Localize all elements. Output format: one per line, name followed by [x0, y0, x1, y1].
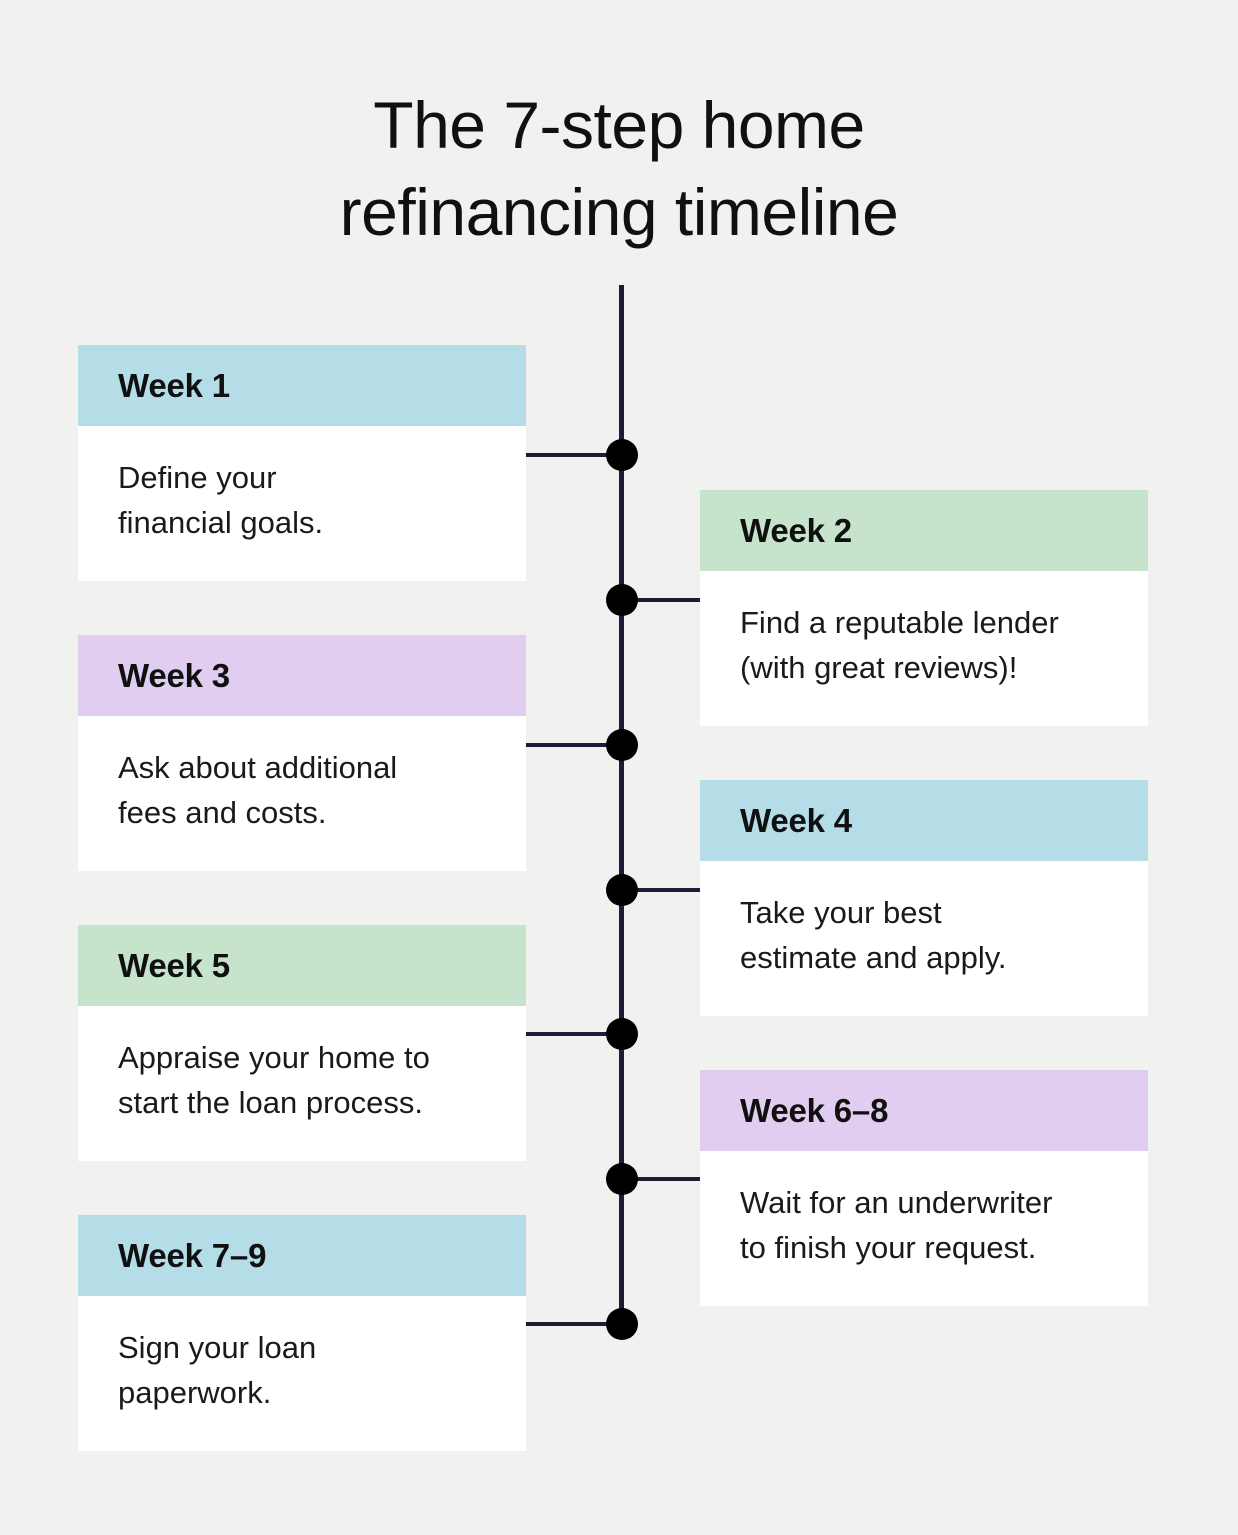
- card-header-week-3: Week 3: [78, 635, 526, 716]
- card-header-week-2: Week 2: [700, 490, 1148, 571]
- card-body-week-1: Define your financial goals.: [118, 460, 324, 540]
- connector-step-5: [525, 1032, 622, 1036]
- timeline-card-week-4: Week 4 Take your best estimate and apply…: [700, 780, 1148, 1017]
- card-body-week-5: Appraise your home to start the loan pro…: [118, 1040, 430, 1120]
- timeline-card-week-1: Week 1 Define your financial goals.: [78, 345, 526, 582]
- timeline-dot-step-5: [606, 1018, 638, 1050]
- timeline-spine: [619, 285, 624, 1325]
- connector-step-3: [525, 743, 622, 747]
- timeline-card-week-7-9: Week 7–9 Sign your loan paperwork.: [78, 1215, 526, 1452]
- card-body-week-4: Take your best estimate and apply.: [740, 895, 1007, 975]
- connector-step-6: [622, 1177, 700, 1181]
- connector-step-4: [622, 888, 700, 892]
- connector-step-7: [525, 1322, 622, 1326]
- connector-step-1: [525, 453, 622, 457]
- card-body-week-7-9: Sign your loan paperwork.: [118, 1330, 317, 1410]
- card-body-week-3: Ask about additional fees and costs.: [118, 750, 398, 830]
- card-header-week-5: Week 5: [78, 925, 526, 1006]
- timeline-dot-step-3: [606, 729, 638, 761]
- timeline-card-week-3: Week 3 Ask about additional fees and cos…: [78, 635, 526, 872]
- card-body-week-6-8: Wait for an underwriter to finish your r…: [740, 1185, 1053, 1265]
- card-header-week-4: Week 4: [700, 780, 1148, 861]
- timeline-card-week-6-8: Week 6–8 Wait for an underwriter to fini…: [700, 1070, 1148, 1307]
- timeline-dot-step-1: [606, 439, 638, 471]
- page-title: The 7-step home refinancing timeline: [339, 88, 899, 250]
- timeline-dot-step-2: [606, 584, 638, 616]
- connector-step-2: [622, 598, 700, 602]
- timeline-dot-step-6: [606, 1163, 638, 1195]
- timeline-card-week-2: Week 2 Find a reputable lender (with gre…: [700, 490, 1148, 727]
- card-header-week-7-9: Week 7–9: [78, 1215, 526, 1296]
- card-header-week-6-8: Week 6–8: [700, 1070, 1148, 1151]
- card-body-week-2: Find a reputable lender (with great revi…: [740, 605, 1059, 685]
- timeline-card-week-5: Week 5 Appraise your home to start the l…: [78, 925, 526, 1162]
- timeline-dot-step-4: [606, 874, 638, 906]
- card-header-week-1: Week 1: [78, 345, 526, 426]
- timeline-dot-step-7: [606, 1308, 638, 1340]
